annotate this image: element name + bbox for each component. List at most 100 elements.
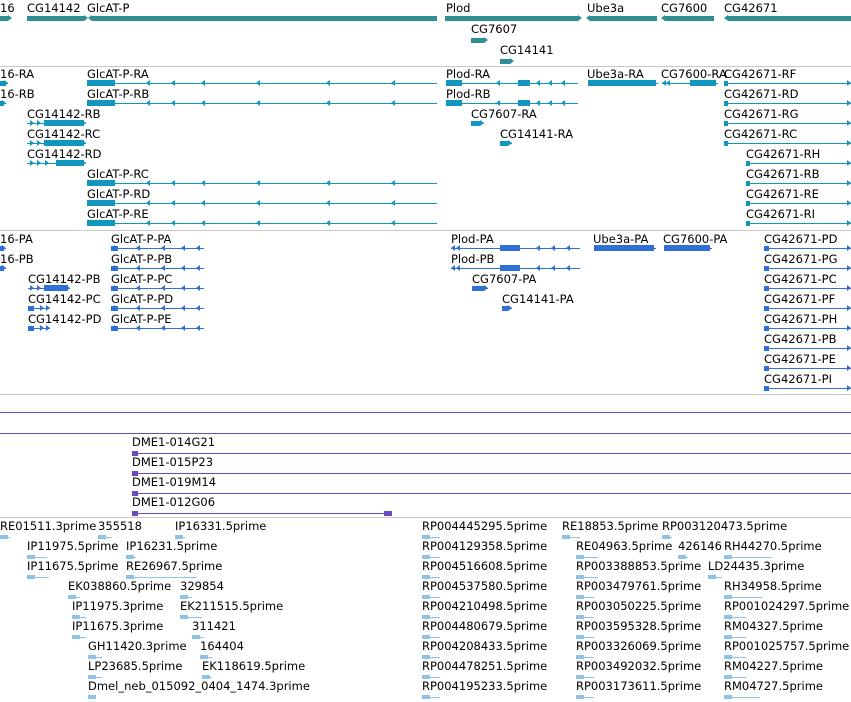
feature-label[interactable]: GlcAT-P-RD [87,187,151,201]
exon-block[interactable] [746,180,750,186]
feature-label[interactable]: DME1-019M14 [132,475,217,489]
feature-label[interactable]: CG42671-RG [724,107,799,121]
est-block[interactable] [576,575,584,579]
est-block[interactable] [422,695,430,699]
feature-label[interactable]: IP11975.5prime [27,539,119,553]
feature-label[interactable]: CG42671-RE [746,187,819,201]
feature-label[interactable]: IP11675.3prime [72,619,164,633]
feature-label[interactable]: RP001024297.5prime [724,599,850,613]
feature-label[interactable]: RP004445295.5prime [422,519,548,533]
feature-label[interactable]: GlcAT-P-PB [111,252,173,266]
feature-label[interactable]: RH44270.5prime [724,539,822,553]
feature-label[interactable]: CG42671-RB [746,167,820,181]
est-block[interactable] [724,655,732,659]
est-block[interactable] [68,595,76,599]
exon-block[interactable] [87,180,115,186]
est-block[interactable] [724,675,732,679]
exon-block[interactable] [500,140,508,146]
feature-label[interactable]: Ube3a-RA [587,67,644,81]
est-block[interactable] [0,535,8,539]
exon-block[interactable] [764,365,769,371]
exon-block[interactable] [500,245,520,251]
feature-label[interactable]: CG7600-RA [661,67,727,81]
feature-label[interactable]: 16-RB [0,87,35,101]
exon-block[interactable] [724,140,728,146]
feature-label[interactable]: Plod-RA [446,67,491,81]
feature-label[interactable]: GlcAT-P-PA [111,232,172,246]
feature-label[interactable]: RP003595328.5prime [576,619,702,633]
feature-label[interactable]: RP004210498.5prime [422,599,548,613]
feature-label[interactable]: GlcAT-P-PE [111,312,172,326]
est-block[interactable] [175,535,183,539]
feature-label[interactable]: IP16231.5prime [126,539,218,553]
feature-label[interactable]: CG42671-PH [764,312,838,326]
feature-label[interactable]: CG14142-PC [28,292,101,306]
exon-block[interactable] [446,80,462,86]
est-block[interactable] [422,575,430,579]
feature-label[interactable]: IP11675.5prime [27,559,119,573]
exon-block[interactable] [746,220,750,226]
est-block[interactable] [724,695,732,699]
exon-block[interactable] [44,120,84,126]
est-block[interactable] [180,595,188,599]
feature-label[interactable]: Ube3a-PA [593,232,649,246]
exon-block[interactable] [724,80,728,86]
feature-label[interactable]: CG42671-PC [764,272,837,286]
est-block[interactable] [422,615,430,619]
exon-block[interactable] [764,265,769,271]
feature-label[interactable]: Plod-RB [446,87,491,101]
exon-block[interactable] [471,120,480,126]
gene-bar[interactable] [471,37,484,43]
exon-block[interactable] [56,160,84,166]
feature-label[interactable]: GlcAT-P-RC [87,167,149,181]
gene-bar[interactable] [500,58,510,64]
feature-label[interactable]: CG42671-RF [724,67,797,81]
exon-block[interactable] [518,100,530,106]
est-block[interactable] [724,615,732,619]
clone-end[interactable] [132,470,138,476]
feature-label[interactable]: CG42671-PD [764,232,838,246]
feature-label[interactable]: DME1-015P23 [132,455,214,469]
feature-label[interactable]: RP003173611.5prime [576,679,702,693]
feature-label[interactable]: CG14142 [27,1,81,15]
feature-label[interactable]: RE18853.5prime [562,519,659,533]
exon-block[interactable] [664,245,710,251]
exon-block[interactable] [28,325,34,331]
feature-label[interactable]: CG42671-RC [724,127,798,141]
exon-block[interactable] [764,245,769,251]
feature-label[interactable]: CG42671 [724,1,778,15]
feature-label[interactable]: CG14142-PB [28,272,101,286]
est-block[interactable] [576,655,584,659]
est-block[interactable] [422,535,430,539]
est-block[interactable] [422,655,430,659]
est-block[interactable] [724,555,732,559]
est-block[interactable] [200,655,208,659]
feature-label[interactable]: CG14141-PA [502,292,574,306]
feature-label[interactable]: Plod-PA [451,232,494,246]
feature-label[interactable]: Plod [446,1,471,15]
feature-label[interactable]: CG7607 [471,22,518,36]
gene-bar[interactable] [92,15,437,21]
feature-label[interactable]: RE01511.3prime [0,519,97,533]
est-block[interactable] [88,655,96,659]
exon-block[interactable] [690,80,716,86]
clone-end[interactable] [132,510,138,516]
clone-end[interactable] [132,490,138,496]
feature-label[interactable]: 16-PA [0,232,33,246]
est-block[interactable] [422,675,430,679]
feature-label[interactable]: CG14141-RA [500,127,574,141]
feature-label[interactable]: LP23685.5prime [88,659,183,673]
gene-bar[interactable] [445,15,578,21]
feature-label[interactable]: RP004537580.5prime [422,579,548,593]
exon-block[interactable] [28,305,34,311]
feature-label[interactable]: CG42671-PG [764,252,838,266]
feature-label[interactable]: EK211515.5prime [180,599,284,613]
est-block[interactable] [422,555,430,559]
feature-label[interactable]: CG42671-PB [764,332,837,346]
feature-label[interactable]: RP004478251.5prime [422,659,548,673]
feature-label[interactable]: CG14142-PD [28,312,102,326]
exon-block[interactable] [588,80,656,86]
exon-block[interactable] [764,325,769,331]
exon-block[interactable] [764,285,769,291]
